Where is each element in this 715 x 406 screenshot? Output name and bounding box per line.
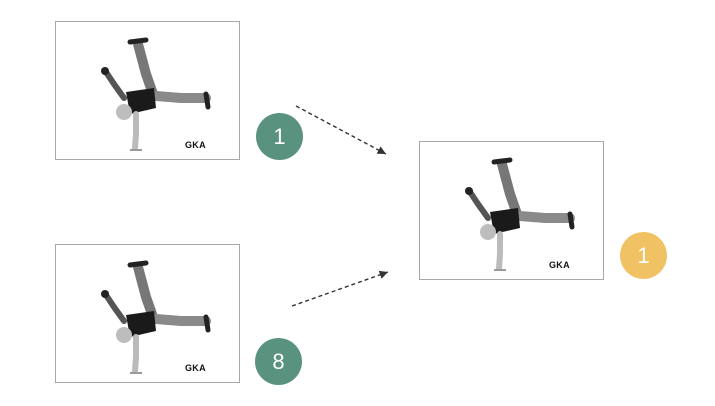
dashed-arrow-icon (295, 105, 387, 155)
frame-label: GKA (185, 140, 206, 150)
output-frame: GKA (419, 141, 604, 280)
handstand-figure-icon (465, 157, 575, 271)
handstand-figure-icon (101, 37, 211, 151)
frame-label: GKA (549, 260, 570, 270)
input-frame-top: GKA (55, 21, 240, 160)
frame-count-badge: 8 (255, 338, 302, 385)
frame-count-badge: 1 (620, 232, 667, 279)
input-frame-bottom: GKA (55, 244, 240, 383)
frame-label: GKA (185, 363, 206, 373)
handstand-figure-icon (101, 260, 211, 374)
frame-count-badge: 1 (256, 113, 303, 160)
dashed-arrow-icon (291, 270, 389, 307)
